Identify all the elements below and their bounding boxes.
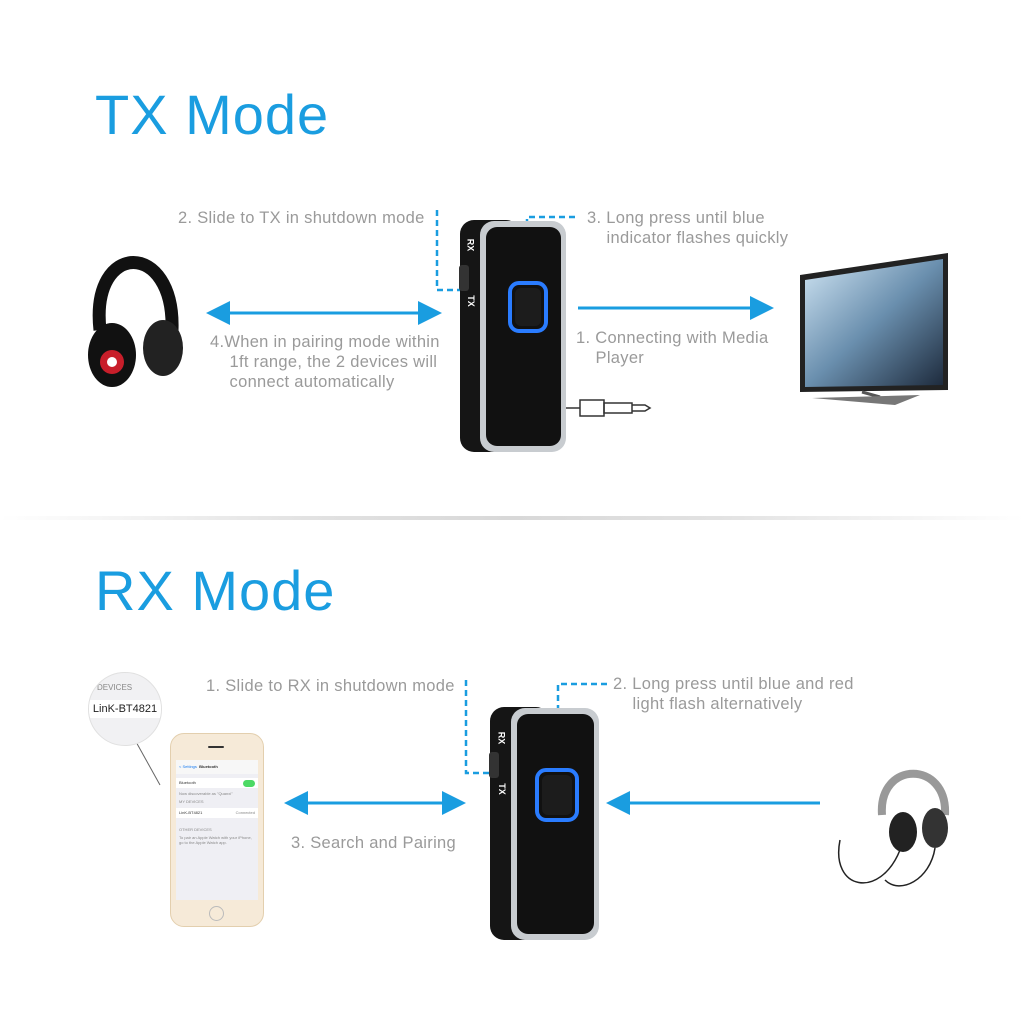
- smartphone: < Settings Bluetooth Bluetooth Now disco…: [170, 733, 264, 927]
- screen-title: Bluetooth: [199, 764, 218, 769]
- rx-step-3-caption: 3. Search and Pairing: [291, 834, 456, 852]
- power-button: [515, 288, 541, 326]
- led-button-ring: [508, 281, 548, 333]
- switch-label-tx: TX: [465, 295, 476, 307]
- settings-back-link[interactable]: < Settings: [179, 764, 197, 769]
- tx-step-1-caption: 1. Connecting with Media Player: [576, 329, 769, 367]
- power-button: [542, 775, 572, 815]
- led-button-ring: [535, 768, 579, 822]
- paired-device-name: LinK-BT4821: [179, 810, 203, 815]
- other-devices-header: OTHER DEVICES: [179, 827, 212, 832]
- rx-switch-leader-line: [464, 680, 497, 775]
- tx-step-3-caption: 3. Long press until blue indicator flash…: [587, 209, 789, 247]
- rx-mode-title: RX Mode: [95, 559, 336, 622]
- mode-switch: [459, 265, 469, 291]
- audio-jack-icon: [566, 399, 652, 417]
- tx-mode-title: TX Mode: [95, 83, 330, 146]
- transmitter-device: [459, 220, 566, 452]
- magnifier-device-name: LinK-BT4821: [89, 700, 161, 718]
- switch-label-rx: RX: [465, 238, 476, 252]
- magnifier-header: DEVICES: [97, 683, 133, 692]
- switch-leader-line: [435, 210, 467, 292]
- apple-watch-hint: To pair an Apple Watch with your iPhone,…: [179, 835, 252, 845]
- tv-icon: [800, 253, 948, 405]
- mode-switch: [489, 752, 499, 778]
- home-button[interactable]: [209, 906, 224, 921]
- tx-step-4-caption: 4.When in pairing mode within 1ft range,…: [210, 333, 440, 391]
- section-divider: [0, 516, 1024, 520]
- paired-device-row[interactable]: LinK-BT4821 Connected: [176, 808, 258, 818]
- tx-step-2-caption: 2. Slide to TX in shutdown mode: [178, 209, 425, 227]
- bluetooth-label: Bluetooth: [179, 780, 196, 785]
- switch-label-rx: RX: [496, 731, 507, 745]
- connection-status: Connected: [235, 810, 255, 815]
- rx-step-1-caption: 1. Slide to RX in shutdown mode: [206, 677, 455, 695]
- magnifier-callout: DEVICES LinK-BT4821: [88, 672, 162, 746]
- bluetooth-toggle[interactable]: [243, 779, 255, 787]
- headphones-icon: [88, 256, 183, 387]
- discoverable-text: Now discoverable as "Quanxi": [179, 791, 233, 796]
- studio-headphones-icon: [837, 769, 950, 887]
- switch-label-tx: TX: [496, 783, 507, 795]
- receiver-device: [489, 707, 599, 940]
- my-devices-header: MY DEVICES: [179, 799, 204, 804]
- rx-step-2-caption: 2. Long press until blue and red light f…: [613, 675, 854, 713]
- magnifier-pointer: [134, 739, 161, 786]
- bluetooth-settings-screen: < Settings Bluetooth Bluetooth Now disco…: [176, 760, 258, 900]
- phone-speaker: [208, 746, 224, 748]
